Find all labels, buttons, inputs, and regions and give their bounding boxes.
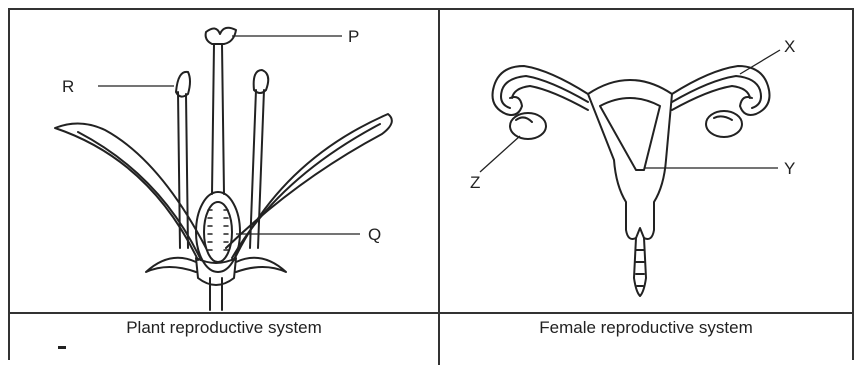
caption-divider [8, 312, 854, 314]
flower-stalk [210, 278, 222, 310]
stigma [206, 28, 236, 44]
female-caption: Female reproductive system [440, 318, 852, 338]
plant-caption: Plant reproductive system [10, 318, 438, 338]
sepal-left [146, 258, 196, 272]
label-r: R [62, 77, 74, 96]
label-y: Y [784, 159, 795, 178]
footer-mark [58, 346, 66, 349]
style [212, 44, 224, 194]
label-x: X [784, 37, 795, 56]
ovary [196, 192, 240, 272]
vagina [634, 238, 646, 296]
uterine-cavity [600, 98, 660, 170]
ovary-left [510, 113, 546, 139]
petal-left [55, 123, 206, 260]
stamen-left-filament [178, 92, 188, 248]
female-diagram: X Y Z [440, 10, 852, 312]
label-p: P [348, 27, 359, 46]
label-q: Q [368, 225, 381, 244]
label-z: Z [470, 173, 480, 192]
ovules [208, 210, 228, 250]
ovary-right [706, 111, 742, 137]
label-line-z [480, 136, 520, 172]
plant-diagram: P R Q [10, 10, 438, 312]
label-line-x [740, 50, 780, 74]
sepal-right [236, 258, 286, 272]
